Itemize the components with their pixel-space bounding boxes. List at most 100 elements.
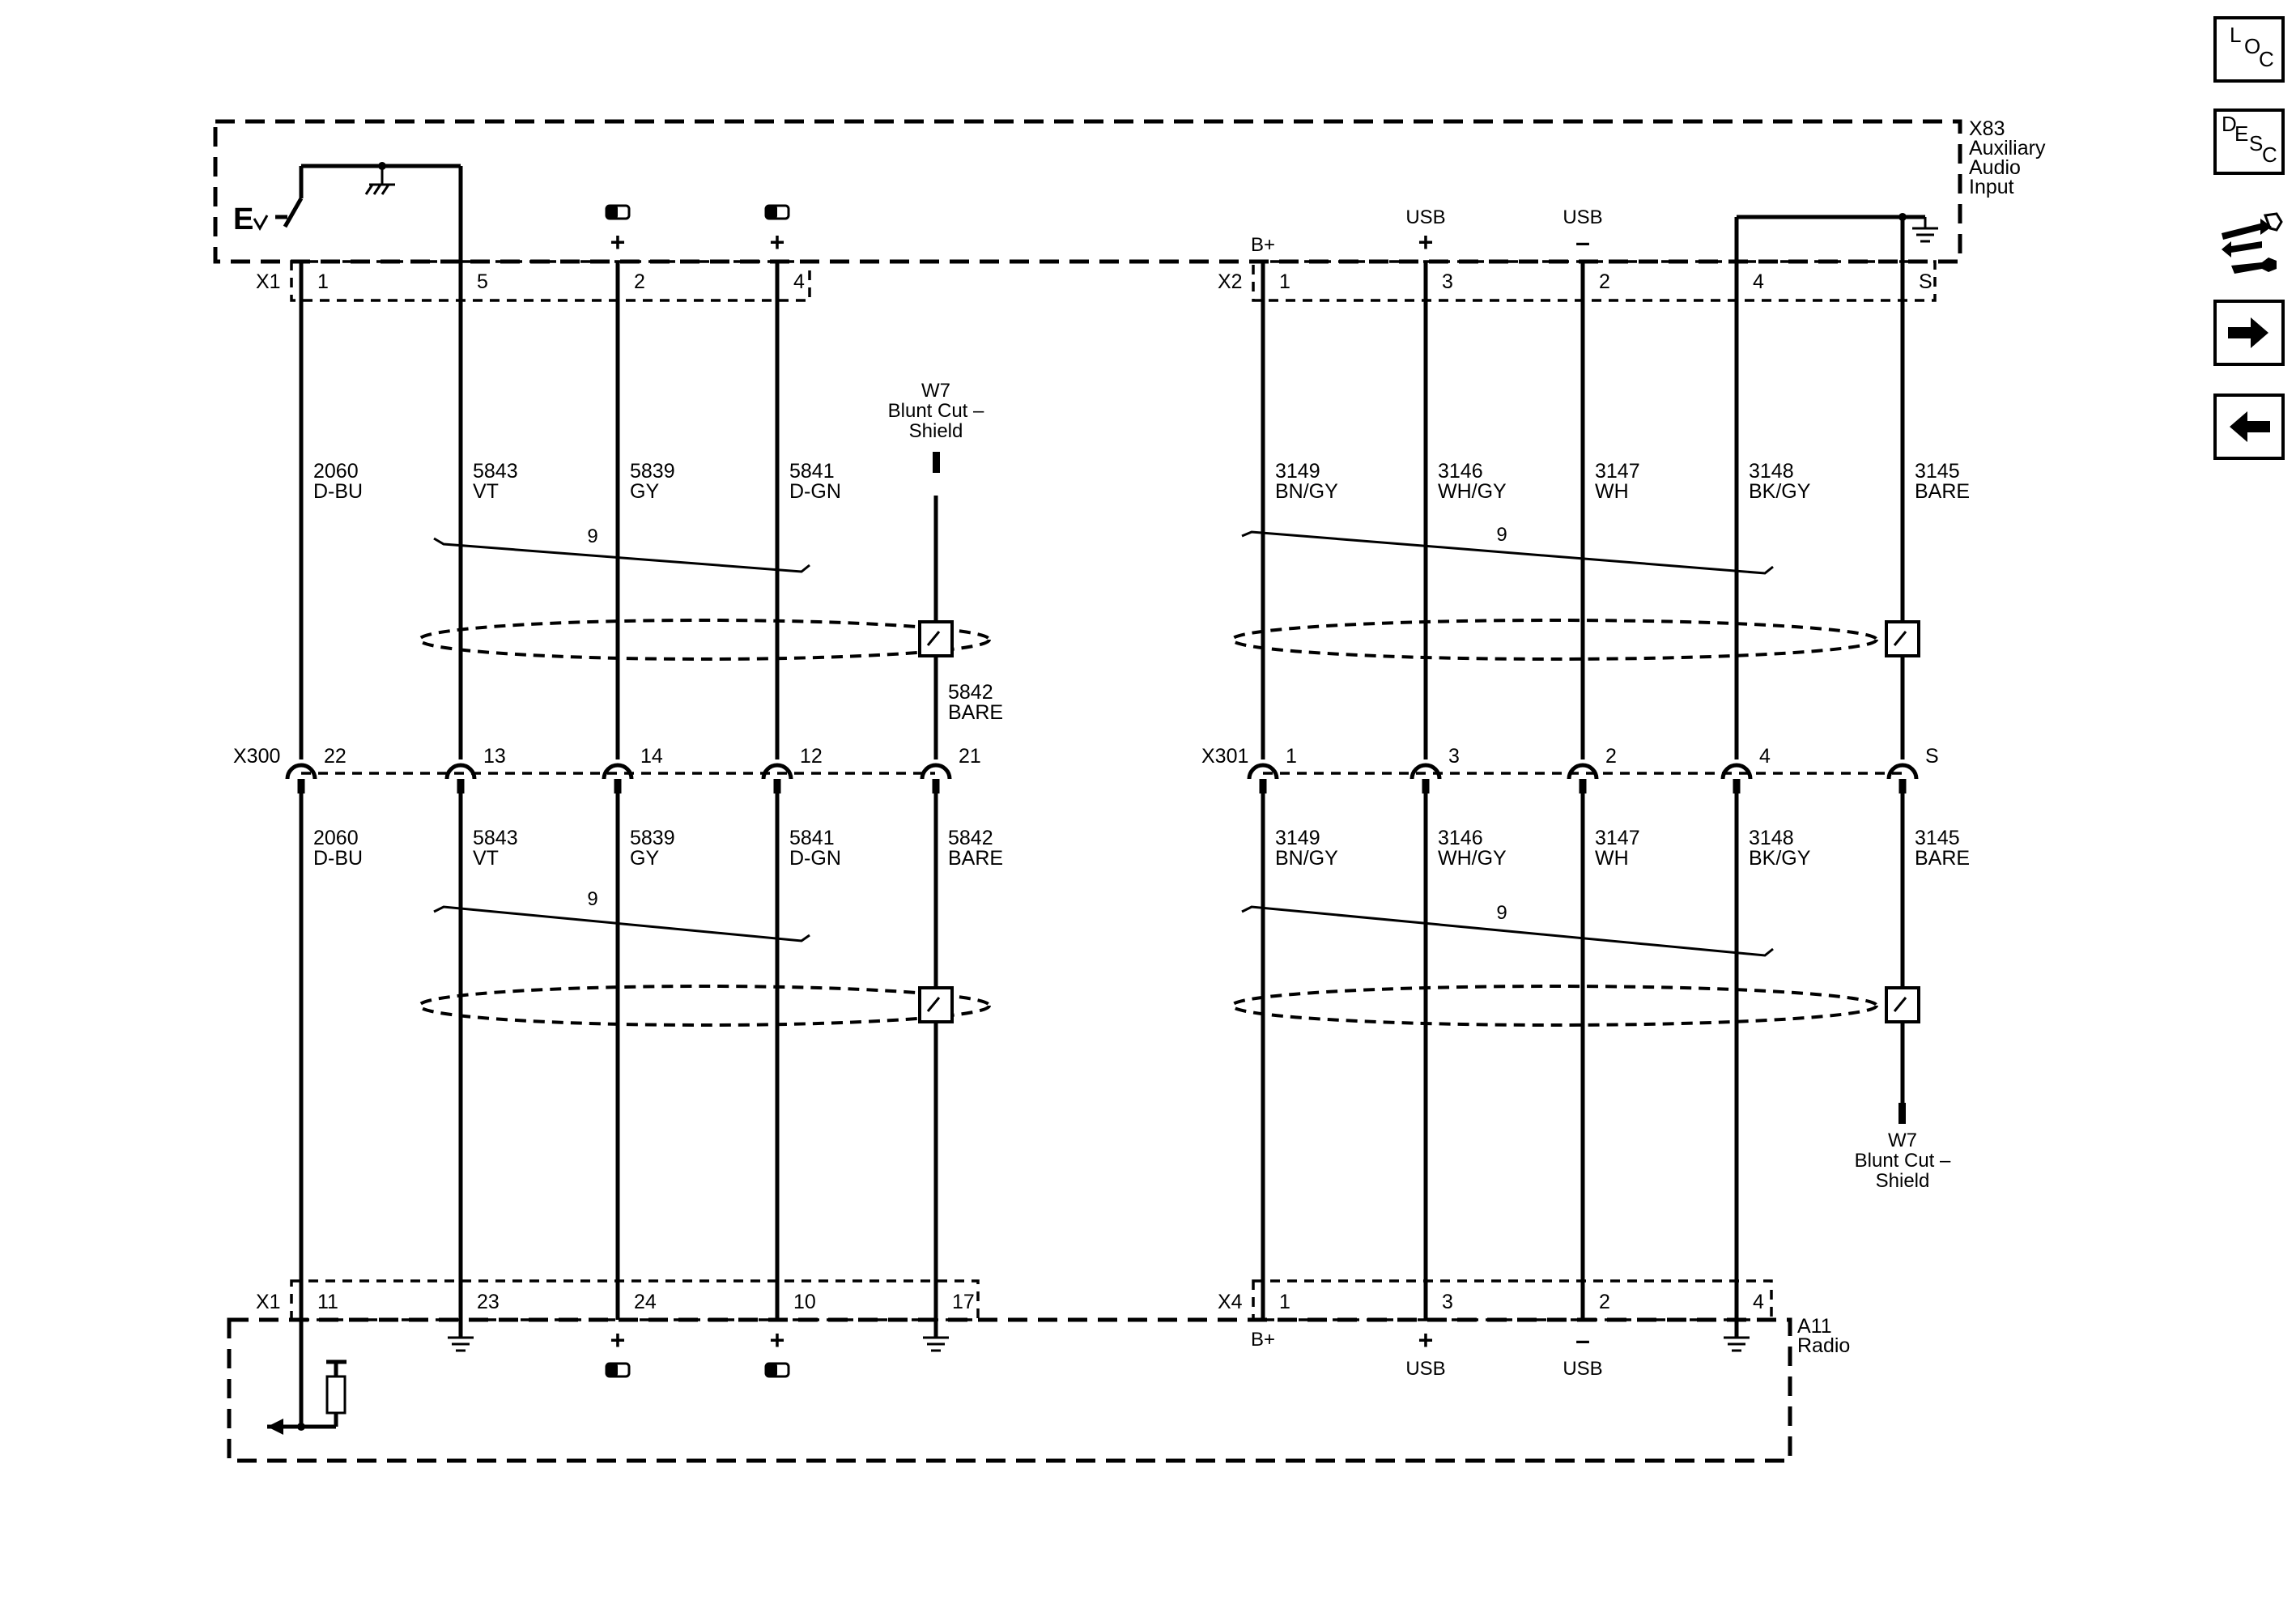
wire-color: BK/GY (1749, 480, 1811, 503)
inline-terminal-pin (457, 779, 465, 793)
wire-color: BARE (1915, 480, 1970, 503)
signal-usb: USB (1563, 206, 1602, 228)
pin-number: 2 (1599, 1291, 1610, 1313)
signal-usb: USB (1405, 206, 1445, 228)
wire-color: BN/GY (1275, 480, 1338, 503)
pin-number: 2 (1599, 270, 1610, 293)
twist-line (1241, 530, 1774, 575)
connector-outline-x4-bottom (1252, 1279, 1773, 1321)
ground-symbols (448, 1336, 1750, 1352)
pin-number: 12 (800, 745, 823, 768)
location-button[interactable]: L O C (2213, 16, 2285, 83)
shield-drain-box (1885, 620, 1920, 657)
pin-number: 1 (1279, 1291, 1290, 1313)
module-label-a11: A11 Radio (1797, 1315, 1850, 1357)
inline-terminal-pin (1733, 779, 1741, 793)
pin-number: 24 (634, 1291, 657, 1313)
ground-icon (923, 1336, 949, 1352)
wire-color: WH/GY (1438, 847, 1507, 870)
wire-number: 5839 (630, 460, 675, 483)
wire-number: 3149 (1275, 460, 1320, 483)
next-page-button[interactable] (2213, 300, 2285, 366)
blunt-cut-line2: Shield (909, 420, 963, 442)
connector-label-x1-bottom: X1 (256, 1291, 281, 1313)
shield-ellipse (418, 619, 991, 661)
module-label-x83: X83 Auxiliary Audio Input (1969, 117, 2046, 198)
signal-minus: – (1575, 1325, 1590, 1355)
module-box-x83 (213, 119, 1962, 264)
wire-number: 3145 (1915, 827, 1960, 849)
inline-terminal (761, 763, 793, 780)
connector-outline-x1-bottom (290, 1279, 980, 1321)
loc-c: C (2259, 47, 2274, 71)
desc-c: C (2262, 143, 2277, 167)
blunt-cut-ref: W7 (1888, 1130, 1917, 1151)
inline-terminal-pin (1422, 779, 1430, 793)
signal-plus: + (770, 228, 785, 257)
blunt-cut-line1: Blunt Cut – (1855, 1150, 1951, 1172)
signal-minus: – (1575, 228, 1590, 257)
speaker-icon (764, 204, 790, 220)
twist-label: 9 (587, 525, 597, 547)
arrow-right-icon (2228, 317, 2268, 348)
desc-e: E (2234, 121, 2248, 146)
inline-terminal (1720, 763, 1753, 780)
inline-terminal (285, 763, 317, 780)
inline-terminal (920, 763, 952, 780)
connector-label-x2-top: X2 (1218, 270, 1243, 293)
wire-color: BK/GY (1749, 847, 1811, 870)
pin-number: 14 (640, 745, 663, 768)
pin-number: 10 (793, 1291, 816, 1313)
wire-number: 3148 (1749, 460, 1794, 483)
pin-number: 13 (483, 745, 506, 768)
inline-terminal (602, 763, 634, 780)
wires (299, 166, 1905, 1427)
a11-internal-circuit (267, 1359, 347, 1435)
connector-wrench-button[interactable] (2212, 201, 2286, 282)
connector-label-x301: X301 (1201, 745, 1248, 768)
inline-terminal (444, 763, 477, 780)
wire-color: D-GN (789, 847, 841, 870)
speaker-icon (764, 1362, 790, 1378)
pin-number: 3 (1442, 1291, 1453, 1313)
speaker-icon (605, 204, 631, 220)
signal-b-plus: B+ (1251, 234, 1275, 256)
inline-terminal-pin (1898, 779, 1907, 793)
wire-color: WH (1595, 847, 1629, 870)
wire-color: BARE (948, 701, 1003, 724)
wire-number: 5843 (473, 827, 518, 849)
description-button[interactable]: D E S C (2213, 108, 2285, 175)
previous-page-button[interactable] (2213, 394, 2285, 460)
pin-number: 3 (1448, 745, 1460, 768)
shield-ellipse (418, 985, 991, 1027)
wire-number: 2060 (313, 827, 359, 849)
pin-number: 11 (317, 1291, 338, 1313)
ground-icon (448, 1336, 474, 1352)
pin-number: S (1925, 745, 1939, 768)
wire-color: VT (473, 480, 499, 503)
shield-ellipse (1231, 985, 1878, 1027)
blunt-cut-line1: Blunt Cut – (888, 400, 984, 422)
ev-switch-symbol: E (233, 202, 253, 236)
wire-color: D-BU (313, 847, 363, 870)
module-desc-line: Radio (1797, 1334, 1850, 1357)
signal-plus: + (610, 1325, 626, 1355)
pin-number: 4 (1753, 270, 1764, 293)
pin-number: S (1919, 270, 1932, 293)
twist-line (433, 905, 810, 942)
pin-number: 17 (952, 1291, 975, 1313)
blunt-cut-line2: Shield (1876, 1170, 1930, 1192)
blunt-cut-ref: W7 (921, 380, 950, 402)
wire-number: 5843 (473, 460, 518, 483)
inline-terminal (1567, 763, 1599, 780)
wire-number: 3146 (1438, 827, 1483, 849)
twist-label: 9 (1496, 524, 1507, 546)
pin-number: 3 (1442, 270, 1453, 293)
pin-number: 22 (324, 745, 347, 768)
loc-l: L (2230, 23, 2241, 47)
shield-drain-box (1885, 986, 1920, 1023)
pin-number: 1 (317, 270, 329, 293)
blunt-cut-top: W7 Blunt Cut – Shield (888, 380, 984, 473)
connector-wrench-icon (2222, 212, 2283, 274)
module-desc-line: Auxiliary (1969, 137, 2046, 160)
